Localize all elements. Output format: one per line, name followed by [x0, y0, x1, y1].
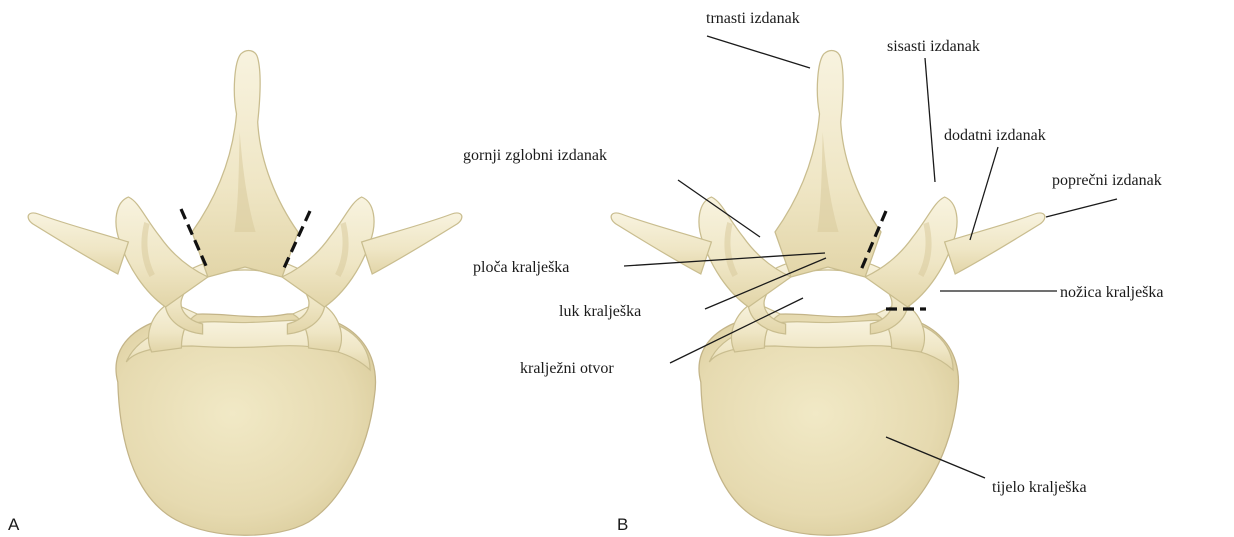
leader-transverse	[1046, 199, 1117, 217]
label-transverse-process: poprečni izdanak	[1052, 172, 1162, 189]
label-pedicle: nožica kralješka	[1060, 284, 1164, 301]
label-lamina: ploča kralješka	[473, 259, 569, 276]
label-mammillary-process: sisasti izdanak	[887, 38, 980, 55]
vertebra-a	[28, 51, 462, 536]
label-vertebral-arch: luk kralješka	[559, 303, 641, 320]
leader-accessory	[970, 147, 998, 240]
vertebra-b	[611, 51, 1045, 536]
label-spinous-process: trnasti izdanak	[706, 10, 800, 27]
panel-letter-b: B	[617, 515, 628, 534]
leader-mammillary	[925, 58, 935, 182]
panel-letter-a: A	[8, 515, 20, 534]
leader-spinous	[707, 36, 810, 68]
label-superior-articular-process: gornji zglobni izdanak	[463, 147, 607, 164]
label-accessory-process: dodatni izdanak	[944, 127, 1046, 144]
label-vertebral-body: tijelo kralješka	[992, 479, 1087, 496]
label-vertebral-foramen: kralježni otvor	[520, 360, 614, 377]
